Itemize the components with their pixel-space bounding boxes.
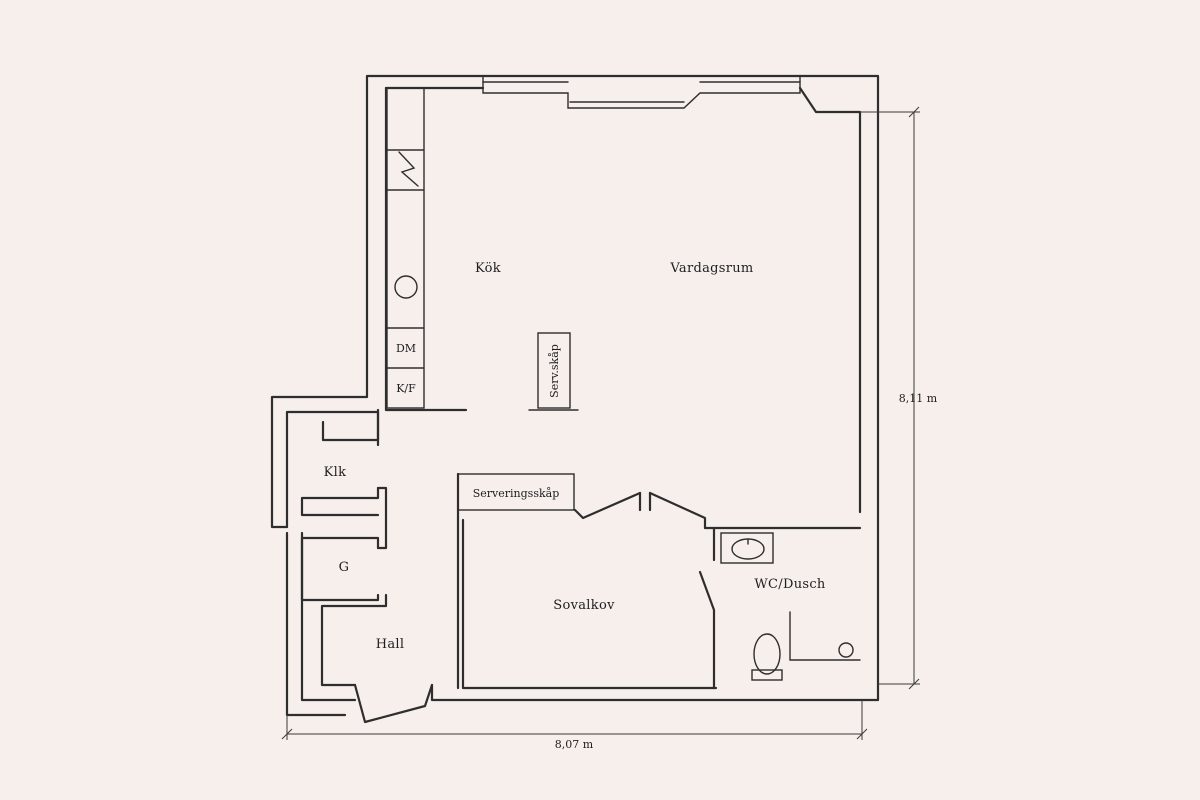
fixture-label-serving-cabinet-short: Serv.skåp [548,344,561,398]
fixture-label-fridge-freezer: K/F [396,382,416,395]
fixture-label-dishwasher: DM [396,342,416,355]
interior-walls-hall [300,408,434,724]
stove-icon [398,151,419,187]
windows [482,75,801,109]
toilet-icon [753,633,781,675]
washbasin-icon [720,532,774,564]
room-label-hall: Hall [376,637,405,652]
serving-cabinet-island [528,332,579,411]
shower-drain-icon [838,642,854,658]
room-label-closet: Klk [324,465,347,480]
dimension-height: 8,11 m [899,392,938,405]
room-label-living-room: Vardagsrum [669,261,753,276]
outer-walls [270,74,880,717]
interior-walls-bedroom [456,472,862,690]
sink-icon [394,275,418,299]
kitchen-counter [386,87,425,409]
bathroom-fixtures [720,532,861,681]
room-label-kitchen: Kök [475,261,501,276]
room-label-bathroom: WC/Dusch [754,577,826,592]
room-label-wardrobe: G [339,560,350,575]
fixture-label-serving-cabinet: Serveringsskåp [473,487,560,500]
dimension-width: 8,07 m [555,738,594,751]
room-label-bedroom-alcove: Sovalkov [553,598,615,613]
dimension-lines [281,106,920,740]
